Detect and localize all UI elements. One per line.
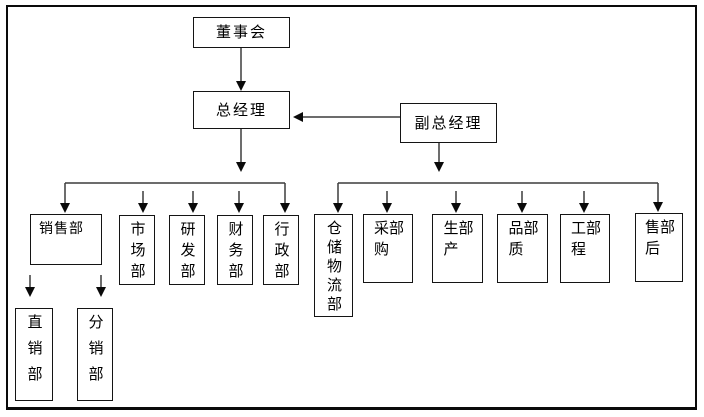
connector-drop-purchasing <box>382 191 392 213</box>
node-engineering: 工程部 <box>560 214 610 283</box>
node-quality-label: 品质部 <box>506 220 540 262</box>
node-rd: 研发部 <box>169 215 205 285</box>
connector-drop-marketing <box>138 191 148 213</box>
node-admin: 行政部 <box>263 215 299 285</box>
connector-drop-admin <box>280 183 290 213</box>
node-finance: 财务部 <box>217 215 253 285</box>
node-direct-sales-label: 直销部 <box>25 314 44 392</box>
node-deputy-general-manager: 副总经理 <box>400 103 497 143</box>
connector-drop-aftersales <box>653 183 663 212</box>
node-general-manager-label: 总经理 <box>215 100 267 119</box>
node-marketing-label: 市场部 <box>128 221 147 284</box>
node-board-label: 董事会 <box>215 23 267 41</box>
connector-drop-engineering <box>579 191 589 213</box>
connector-deputy-to-gm <box>293 112 400 122</box>
node-quality: 品质部 <box>497 214 548 283</box>
connector-drop-rd <box>188 191 198 213</box>
connector-board-to-gm <box>236 48 246 91</box>
node-warehouse-logistics-label: 仓储物流部 <box>325 220 343 315</box>
node-warehouse-logistics: 仓储物流部 <box>314 214 353 317</box>
node-distribution: 分销部 <box>77 308 113 401</box>
connector-drop-warehouse <box>333 183 343 213</box>
connector-drop-finance <box>234 191 244 213</box>
node-production-label: 生产部 <box>441 220 475 262</box>
node-direct-sales: 直销部 <box>15 308 53 401</box>
node-production: 生产部 <box>432 214 483 283</box>
node-rd-label: 研发部 <box>178 221 197 284</box>
node-general-manager: 总经理 <box>193 91 290 129</box>
node-marketing: 市场部 <box>119 215 155 285</box>
node-engineering-label: 工程部 <box>569 220 602 262</box>
node-distribution-label: 分销部 <box>86 314 105 392</box>
connector-sales-to-direct <box>25 275 35 297</box>
connector-gm-drop <box>236 129 246 172</box>
node-sales-label: 销售部 <box>39 221 84 237</box>
node-sales: 销售部 <box>30 214 102 265</box>
node-finance-label: 财务部 <box>226 221 245 284</box>
connector-drop-sales <box>60 183 70 213</box>
node-purchasing-label: 采购部 <box>372 220 405 262</box>
connector-sales-to-distribution <box>96 275 106 297</box>
node-board: 董事会 <box>193 17 290 48</box>
node-after-sales-label: 售后部 <box>643 219 676 261</box>
connector-drop-production <box>451 191 461 213</box>
node-after-sales: 售后部 <box>635 213 683 282</box>
connector-deputy-drop <box>434 143 444 172</box>
outer-border-frame <box>6 5 697 410</box>
node-deputy-general-manager-label: 副总经理 <box>414 113 483 132</box>
node-purchasing: 采购部 <box>363 214 413 283</box>
connector-drop-quality <box>517 191 527 213</box>
node-admin-label: 行政部 <box>272 221 291 284</box>
